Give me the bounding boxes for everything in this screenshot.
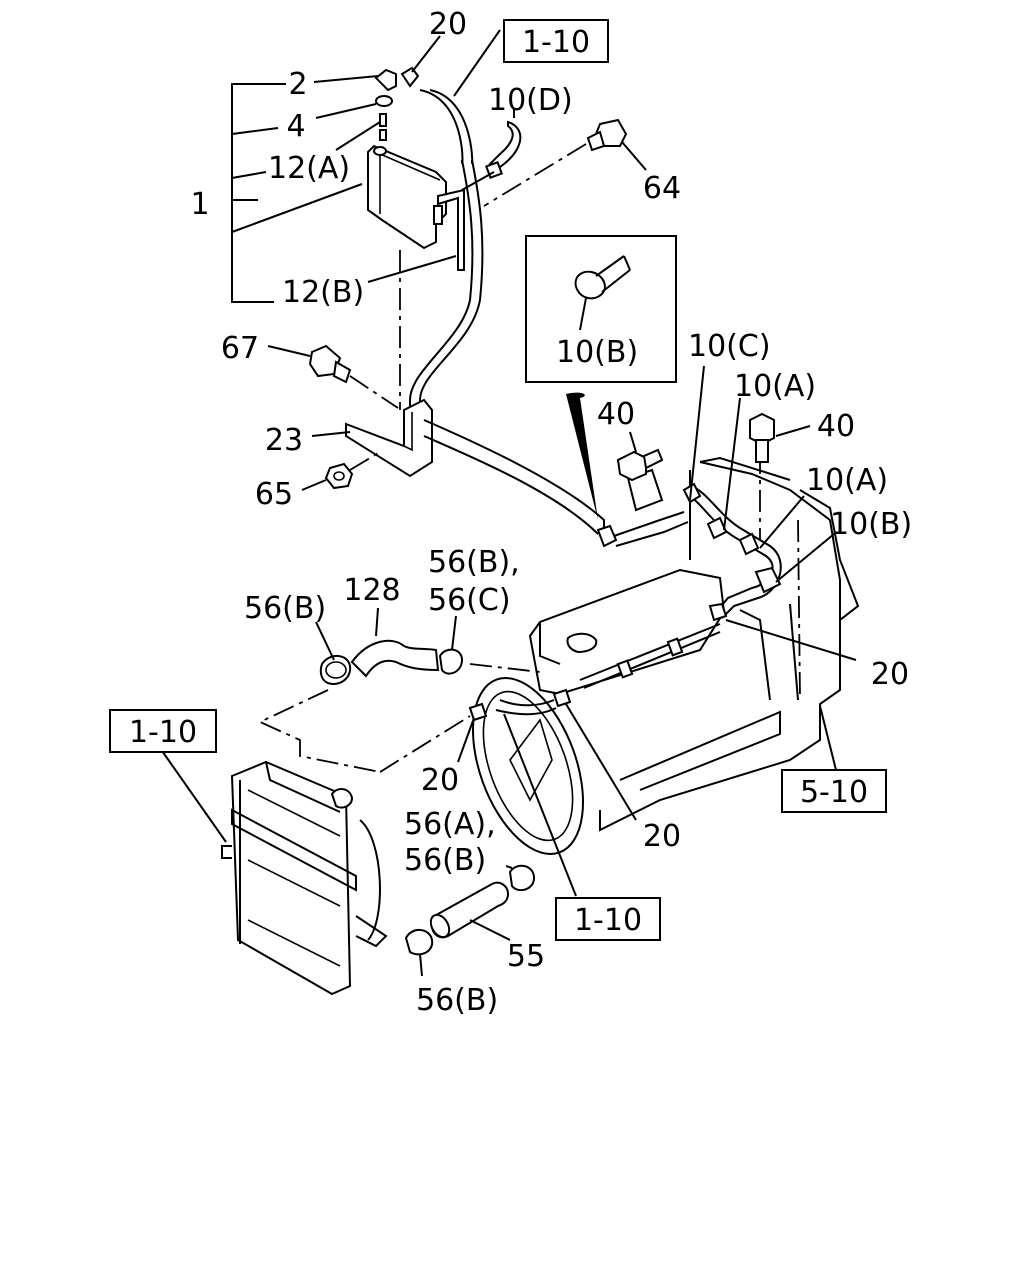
label-56b-bottom: 56(B) (416, 983, 498, 1018)
clip-20-top (400, 66, 420, 88)
bracket-23-assembly (267, 344, 433, 491)
clamp-56b-bottom (404, 929, 434, 956)
hose-128 (350, 639, 440, 678)
label-55: 55 (507, 939, 545, 974)
label-23: 23 (265, 423, 303, 458)
callout-labels: 1 2 4 12(A) 12(B) 20 10(D) 64 67 23 65 1… (190, 7, 912, 1018)
label-10a-1: 10(A) (734, 369, 816, 404)
right-hose-clamps (682, 365, 857, 661)
inset-frame (525, 235, 677, 383)
ref-bottom-text: 1-10 (574, 903, 642, 938)
label-67: 67 (221, 331, 259, 366)
elbow-2 (374, 68, 397, 92)
ref-engine-text: 5-10 (800, 775, 868, 810)
clamp-56b-left (319, 655, 352, 685)
label-56b-left: 56(B) (244, 591, 326, 626)
strap-10d (461, 108, 522, 191)
label-1: 1 (190, 187, 209, 222)
label-56bc-line1: 56(B), (428, 545, 520, 580)
group-bracket (231, 83, 286, 303)
reference-box-left: 1-10 (109, 709, 217, 753)
label-10b-right: 10(B) (830, 507, 912, 542)
radiator (159, 747, 388, 996)
label-12b: 12(B) (282, 275, 364, 310)
reference-box-engine: 5-10 (781, 705, 887, 813)
clamp-56bc (438, 648, 464, 675)
label-2: 2 (288, 67, 307, 102)
reservoir-tank-assembly (231, 35, 465, 303)
overflow-hose (399, 29, 501, 420)
label-12a: 12(A) (268, 151, 350, 186)
label-56bc-line2: 56(C) (428, 583, 511, 618)
label-64: 64 (643, 171, 681, 206)
lower-radiator-hose (404, 864, 536, 977)
label-10b-inset: 10(B) (556, 335, 638, 370)
inset-detail (525, 235, 677, 520)
pin-upper (379, 113, 387, 127)
label-56ab-line1: 56(A), (404, 807, 496, 842)
upper-radiator-hose (257, 607, 541, 773)
label-10d: 10(D) (488, 83, 573, 118)
tank-clip (433, 205, 443, 225)
label-40-left: 40 (597, 397, 635, 432)
bolt-40-right (749, 412, 811, 463)
fan (379, 677, 637, 897)
label-65: 65 (255, 477, 293, 512)
label-10a-2: 10(A) (806, 463, 888, 498)
tank-cap-nipple (373, 146, 387, 156)
label-40-right: 40 (817, 409, 855, 444)
ref-left-text: 1-10 (129, 715, 197, 750)
reference-box-top: 1-10 (503, 19, 609, 63)
clamp-56ab (508, 864, 536, 892)
inset-pointer (566, 392, 598, 520)
bracket-23 (345, 398, 433, 478)
bolt-64 (483, 118, 647, 207)
washer-4 (375, 95, 393, 107)
bolt-40-left (616, 431, 664, 482)
label-56ab-line2: 56(B) (404, 843, 486, 878)
pin-lower (379, 129, 387, 141)
reference-box-bottom: 1-10 (555, 897, 661, 941)
label-20-right: 20 (871, 657, 909, 692)
label-10c: 10(C) (688, 329, 771, 364)
ref-top-text: 1-10 (522, 25, 590, 60)
engine-block (528, 452, 860, 832)
clamp-20-fan (552, 688, 572, 708)
radiator-cap (330, 788, 354, 809)
label-20-fan: 20 (643, 819, 681, 854)
nut-65 (324, 462, 354, 490)
clamp-20-mid (468, 702, 488, 722)
hose-to-engine (423, 419, 689, 548)
label-20-mid: 20 (421, 763, 459, 798)
label-128: 128 (343, 573, 400, 608)
label-20-top: 20 (429, 7, 467, 42)
label-4: 4 (286, 109, 305, 144)
